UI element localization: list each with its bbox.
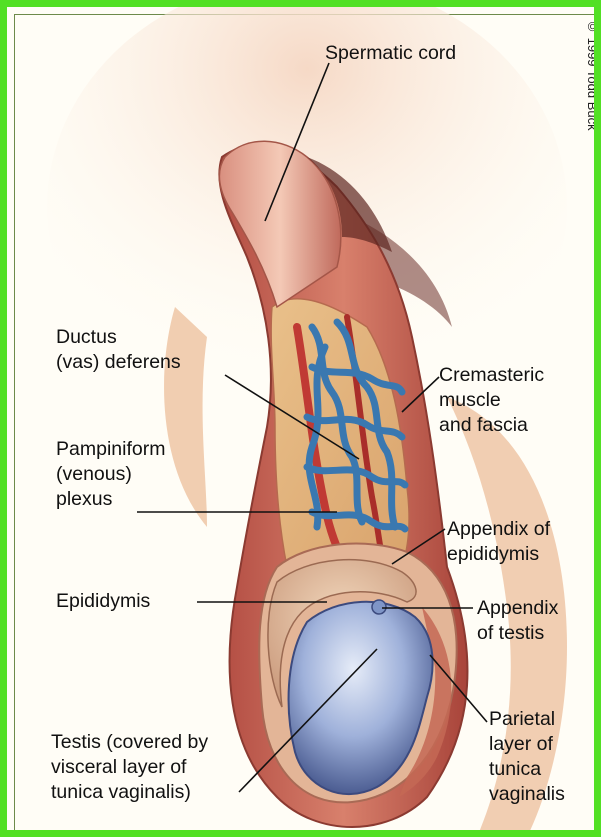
label-spermatic-cord: Spermatic cord (325, 41, 456, 66)
label-appendix-epididymis: Appendix of epididymis (447, 517, 550, 567)
label-parietal-layer: Parietal layer of tunica vaginalis (489, 707, 565, 807)
label-appendix-testis: Appendix of testis (477, 596, 558, 646)
label-ductus-deferens: Ductus (vas) deferens (56, 325, 181, 375)
appendix-of-testis (372, 600, 386, 614)
label-cremasteric-muscle: Cremasteric muscle and fascia (439, 363, 544, 438)
copyright-credit: © 1999 Todd Buck (585, 19, 600, 131)
label-epididymis: Epididymis (56, 589, 150, 614)
label-testis: Testis (covered by visceral layer of tun… (51, 730, 208, 805)
label-pampiniform-plexus: Pampiniform (venous) plexus (56, 437, 165, 512)
